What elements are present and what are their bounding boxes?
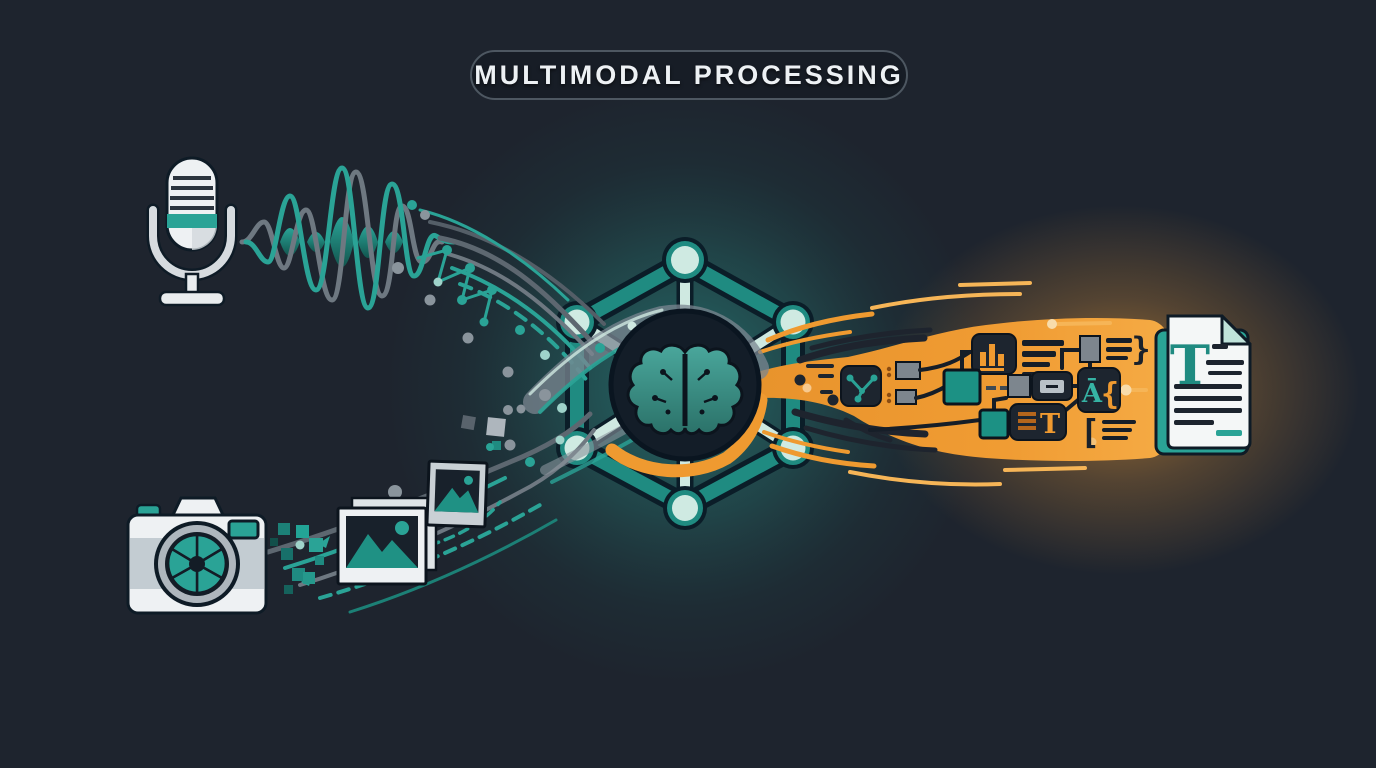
document-icon: T bbox=[1154, 314, 1252, 456]
gray-chip-d bbox=[1079, 335, 1101, 363]
output-swirl bbox=[605, 393, 768, 478]
input-field-icon bbox=[1031, 371, 1073, 401]
output-icons: T } Ā { [ bbox=[840, 330, 1151, 453]
photo-thumbnail-small bbox=[425, 459, 489, 529]
font-sample-letter: Ā bbox=[1081, 378, 1103, 409]
brain-icon bbox=[626, 343, 744, 436]
brace-close-glyph: } bbox=[1131, 330, 1150, 368]
pixel-squares bbox=[270, 523, 324, 594]
teal-chip-a bbox=[942, 368, 982, 406]
bar-chart-icon bbox=[971, 333, 1017, 375]
page-title: MULTIMODAL PROCESSING bbox=[474, 59, 904, 90]
title-badge: MULTIMODAL PROCESSING bbox=[470, 50, 908, 100]
audio-stream-curves bbox=[392, 200, 606, 450]
bracket-lines-bottom bbox=[1102, 420, 1136, 440]
neural-network-core bbox=[608, 308, 762, 462]
text-block-letter: T bbox=[1040, 409, 1060, 440]
audio-waveform-icon bbox=[239, 165, 457, 311]
bracket-open-glyph: [ bbox=[1080, 413, 1100, 453]
font-glyph-icon: Ā { bbox=[1077, 367, 1121, 413]
text-block-icon: T bbox=[1009, 403, 1067, 441]
brace-open-glyph: { bbox=[1101, 377, 1119, 412]
gray-chip-c bbox=[1007, 374, 1031, 398]
graph-node-icon bbox=[840, 365, 882, 407]
teal-chip-b bbox=[978, 408, 1010, 440]
camera-icon bbox=[126, 496, 268, 615]
brace-lines-top bbox=[1106, 338, 1132, 360]
photo-thumbnail-large bbox=[336, 496, 438, 586]
microphone-icon bbox=[146, 156, 238, 307]
